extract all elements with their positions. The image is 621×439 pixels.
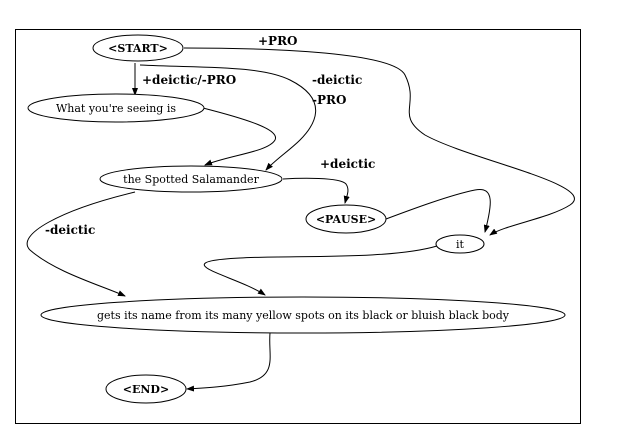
node-gets-label: gets its name from its many yellow spots… bbox=[97, 309, 510, 322]
edge-label-start-to-salamander-line1: -deictic bbox=[312, 73, 362, 87]
node-end: <END> bbox=[105, 374, 187, 404]
node-it: it bbox=[435, 234, 485, 254]
edge-gets-to-end bbox=[186, 332, 271, 392]
diagram-frame bbox=[15, 29, 581, 424]
node-seeing-label: What you're seeing is bbox=[56, 102, 176, 115]
node-start: <START> bbox=[92, 34, 184, 62]
edge-label-start-to-salamander-line2: -PRO bbox=[312, 93, 346, 107]
edge-label-salamander-to-pause: +deictic bbox=[320, 157, 375, 171]
edge-label-start-to-seeing: +deictic/-PRO bbox=[142, 73, 236, 87]
edge-salamander-to-gets bbox=[26, 191, 136, 297]
node-end-label: <END> bbox=[123, 383, 169, 396]
node-pause: <PAUSE> bbox=[305, 204, 387, 234]
node-gets: gets its name from its many yellow spots… bbox=[40, 296, 566, 334]
edge-label-start-to-it: +PRO bbox=[258, 34, 298, 48]
node-pause-label: <PAUSE> bbox=[316, 213, 376, 226]
edge-start-to-salamander bbox=[139, 64, 317, 171]
node-it-label: it bbox=[456, 238, 465, 251]
edge-pause-to-it bbox=[385, 188, 491, 233]
node-salamander: the Spotted Salamander bbox=[99, 165, 283, 193]
node-salamander-label: the Spotted Salamander bbox=[123, 173, 259, 186]
node-start-label: <START> bbox=[108, 42, 168, 55]
edge-label-salamander-to-gets: -deictic bbox=[45, 223, 95, 237]
node-seeing: What you're seeing is bbox=[27, 93, 205, 123]
edge-start-to-it bbox=[183, 47, 575, 236]
edge-salamander-to-pause bbox=[282, 177, 350, 204]
edge-it-to-gets bbox=[203, 245, 438, 296]
edge-seeing-to-salamander bbox=[202, 107, 276, 166]
